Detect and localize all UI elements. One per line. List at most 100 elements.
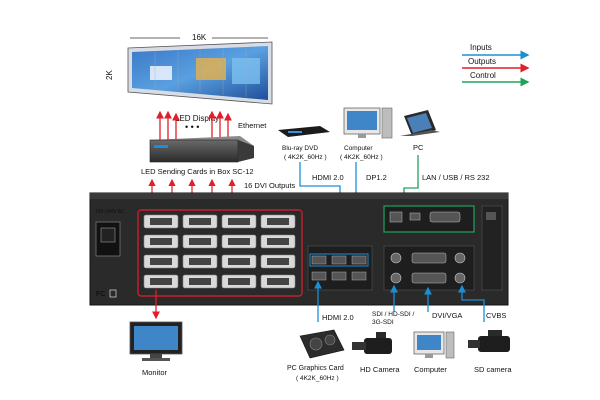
- bluray-spec: ( 4K2K_60Hz ): [284, 154, 327, 161]
- graphics-card-fan-2: [324, 334, 336, 346]
- display-title: LED Display: [175, 114, 219, 123]
- legend-inputs-label: Inputs: [470, 43, 492, 52]
- top-dp-label: DP1.2: [366, 173, 387, 182]
- bluray-led: [288, 131, 302, 133]
- computer-bottom-stand: [425, 354, 433, 358]
- hd-camera-handle: [376, 332, 386, 338]
- dvi-port-pins: [267, 278, 289, 285]
- source-graphics-card: PC Graphics Card ( 4K2K_60Hz ): [287, 329, 345, 382]
- bluray-name: Blu-ray DVD: [282, 145, 318, 152]
- sender-side: [238, 140, 254, 162]
- dvi-vga-label: DVI/VGA: [432, 311, 462, 320]
- dvi-port-pins: [189, 218, 211, 225]
- monitor-device: Monitor: [129, 321, 183, 377]
- fc-mark: FC: [96, 291, 105, 298]
- hdmi-port-1[interactable]: [311, 255, 327, 265]
- source-computer-bottom: Computer: [413, 331, 455, 374]
- sender-outputs-label: 16 DVI Outputs: [244, 181, 296, 190]
- power-socket: [100, 227, 116, 243]
- cvbs-bnc-port-2[interactable]: [454, 272, 466, 284]
- cvbs-label: CVBS: [486, 311, 506, 320]
- sender-status-led: [154, 145, 168, 148]
- dvi-output-bank: [137, 209, 303, 297]
- sender-front: [149, 139, 239, 163]
- dvi-port-pins: [267, 258, 289, 265]
- dvi-port-pins: [267, 218, 289, 225]
- sdi-label-line1: SDI / HD-SDI /: [372, 311, 414, 318]
- top-control-label: LAN / USB / RS 232: [422, 173, 490, 182]
- dvi-port-pins: [189, 278, 211, 285]
- computer-bottom-screen: [417, 335, 441, 350]
- source-sd-camera: SD camera: [468, 330, 512, 374]
- display-width-label: 16K: [192, 33, 207, 42]
- sd-camera-handle: [488, 330, 502, 336]
- graphics-card-fan-1: [309, 337, 323, 351]
- usb-port[interactable]: [409, 212, 421, 221]
- computer-tower: [381, 107, 393, 139]
- computer-top-spec: ( 4K2K_60Hz ): [340, 154, 383, 161]
- hdmi-port-4[interactable]: [331, 271, 347, 281]
- dvi-port-pins: [228, 238, 250, 245]
- processor-top-edge: [90, 193, 508, 199]
- processor: 100-240V AC FC: [89, 192, 509, 306]
- hd-camera-body: [364, 338, 392, 354]
- hd-camera-lens: [352, 342, 366, 350]
- display-window-left: [150, 66, 172, 80]
- expansion-port: [486, 212, 496, 220]
- sd-camera-label: SD camera: [474, 365, 512, 374]
- ethernet-label: Ethernet: [238, 121, 267, 130]
- laptop-base: [400, 130, 440, 136]
- top-hdmi-label: HDMI 2.0: [312, 173, 344, 182]
- cvbs-bnc-port[interactable]: [454, 252, 466, 264]
- sender-output-arrows: [156, 110, 232, 140]
- power-voltage-label: 100-240V AC: [95, 209, 125, 215]
- dvi-vga-port-2[interactable]: [411, 272, 447, 284]
- monitor-stand: [150, 354, 162, 358]
- led-display: 16K 2K LED Display: [105, 33, 273, 123]
- dvi-vga-port[interactable]: [411, 252, 447, 264]
- hdmi-port-3[interactable]: [311, 271, 327, 281]
- computer-top-name: Computer: [344, 145, 373, 152]
- dvi-port-pins: [228, 218, 250, 225]
- computer-screen: [347, 111, 377, 130]
- dvi-port-pins: [189, 258, 211, 265]
- expansion-slot: [481, 205, 503, 291]
- input-card-multi: [383, 245, 475, 291]
- dvi-port-pins: [150, 258, 172, 265]
- computer-stand: [358, 134, 366, 138]
- legend: Inputs Outputs Control: [462, 43, 530, 87]
- monitor-label: Monitor: [142, 368, 168, 377]
- laptop-screen: [407, 113, 432, 133]
- bottom-hdmi-label: HDMI 2.0: [322, 313, 354, 322]
- source-bluray: Blu-ray DVD ( 4K2K_60Hz ): [278, 126, 330, 161]
- gpu-spec: ( 4K2K_60Hz ): [296, 375, 339, 382]
- dp-port[interactable]: [351, 255, 367, 265]
- source-hd-camera: HD Camera: [352, 332, 400, 374]
- legend-outputs-label: Outputs: [468, 57, 496, 66]
- display-height-label: 2K: [105, 70, 114, 80]
- ce-mark: [109, 289, 117, 298]
- computer-bottom-label: Computer: [414, 365, 447, 374]
- sd-camera-body: [478, 336, 510, 352]
- sdi-bnc-port[interactable]: [390, 252, 402, 264]
- sending-box: • • • Ethernet LED Sending Cards in Box …: [141, 110, 296, 190]
- bluray-device: [278, 126, 330, 137]
- monitor-base: [142, 358, 170, 361]
- pc-name: PC: [413, 143, 424, 152]
- dvi-port-pins: [150, 218, 172, 225]
- dvi-port-pins: [189, 238, 211, 245]
- rs232-port[interactable]: [429, 211, 461, 223]
- dvi-port-pins: [228, 258, 250, 265]
- hdmi-port-2[interactable]: [331, 255, 347, 265]
- lan-port[interactable]: [389, 211, 403, 223]
- source-pc: PC: [400, 110, 440, 152]
- computer-bottom-tower: [445, 331, 455, 359]
- dvi-port-pins: [228, 278, 250, 285]
- hdmi-dp-input-group: [309, 253, 369, 267]
- display-window-center: [196, 58, 226, 80]
- sd-camera-lens: [468, 340, 480, 348]
- dvi-port-pins: [267, 238, 289, 245]
- dp-port-2[interactable]: [351, 271, 367, 281]
- display-tile-seams: [154, 47, 247, 97]
- sdi-bnc-port-2[interactable]: [390, 272, 402, 284]
